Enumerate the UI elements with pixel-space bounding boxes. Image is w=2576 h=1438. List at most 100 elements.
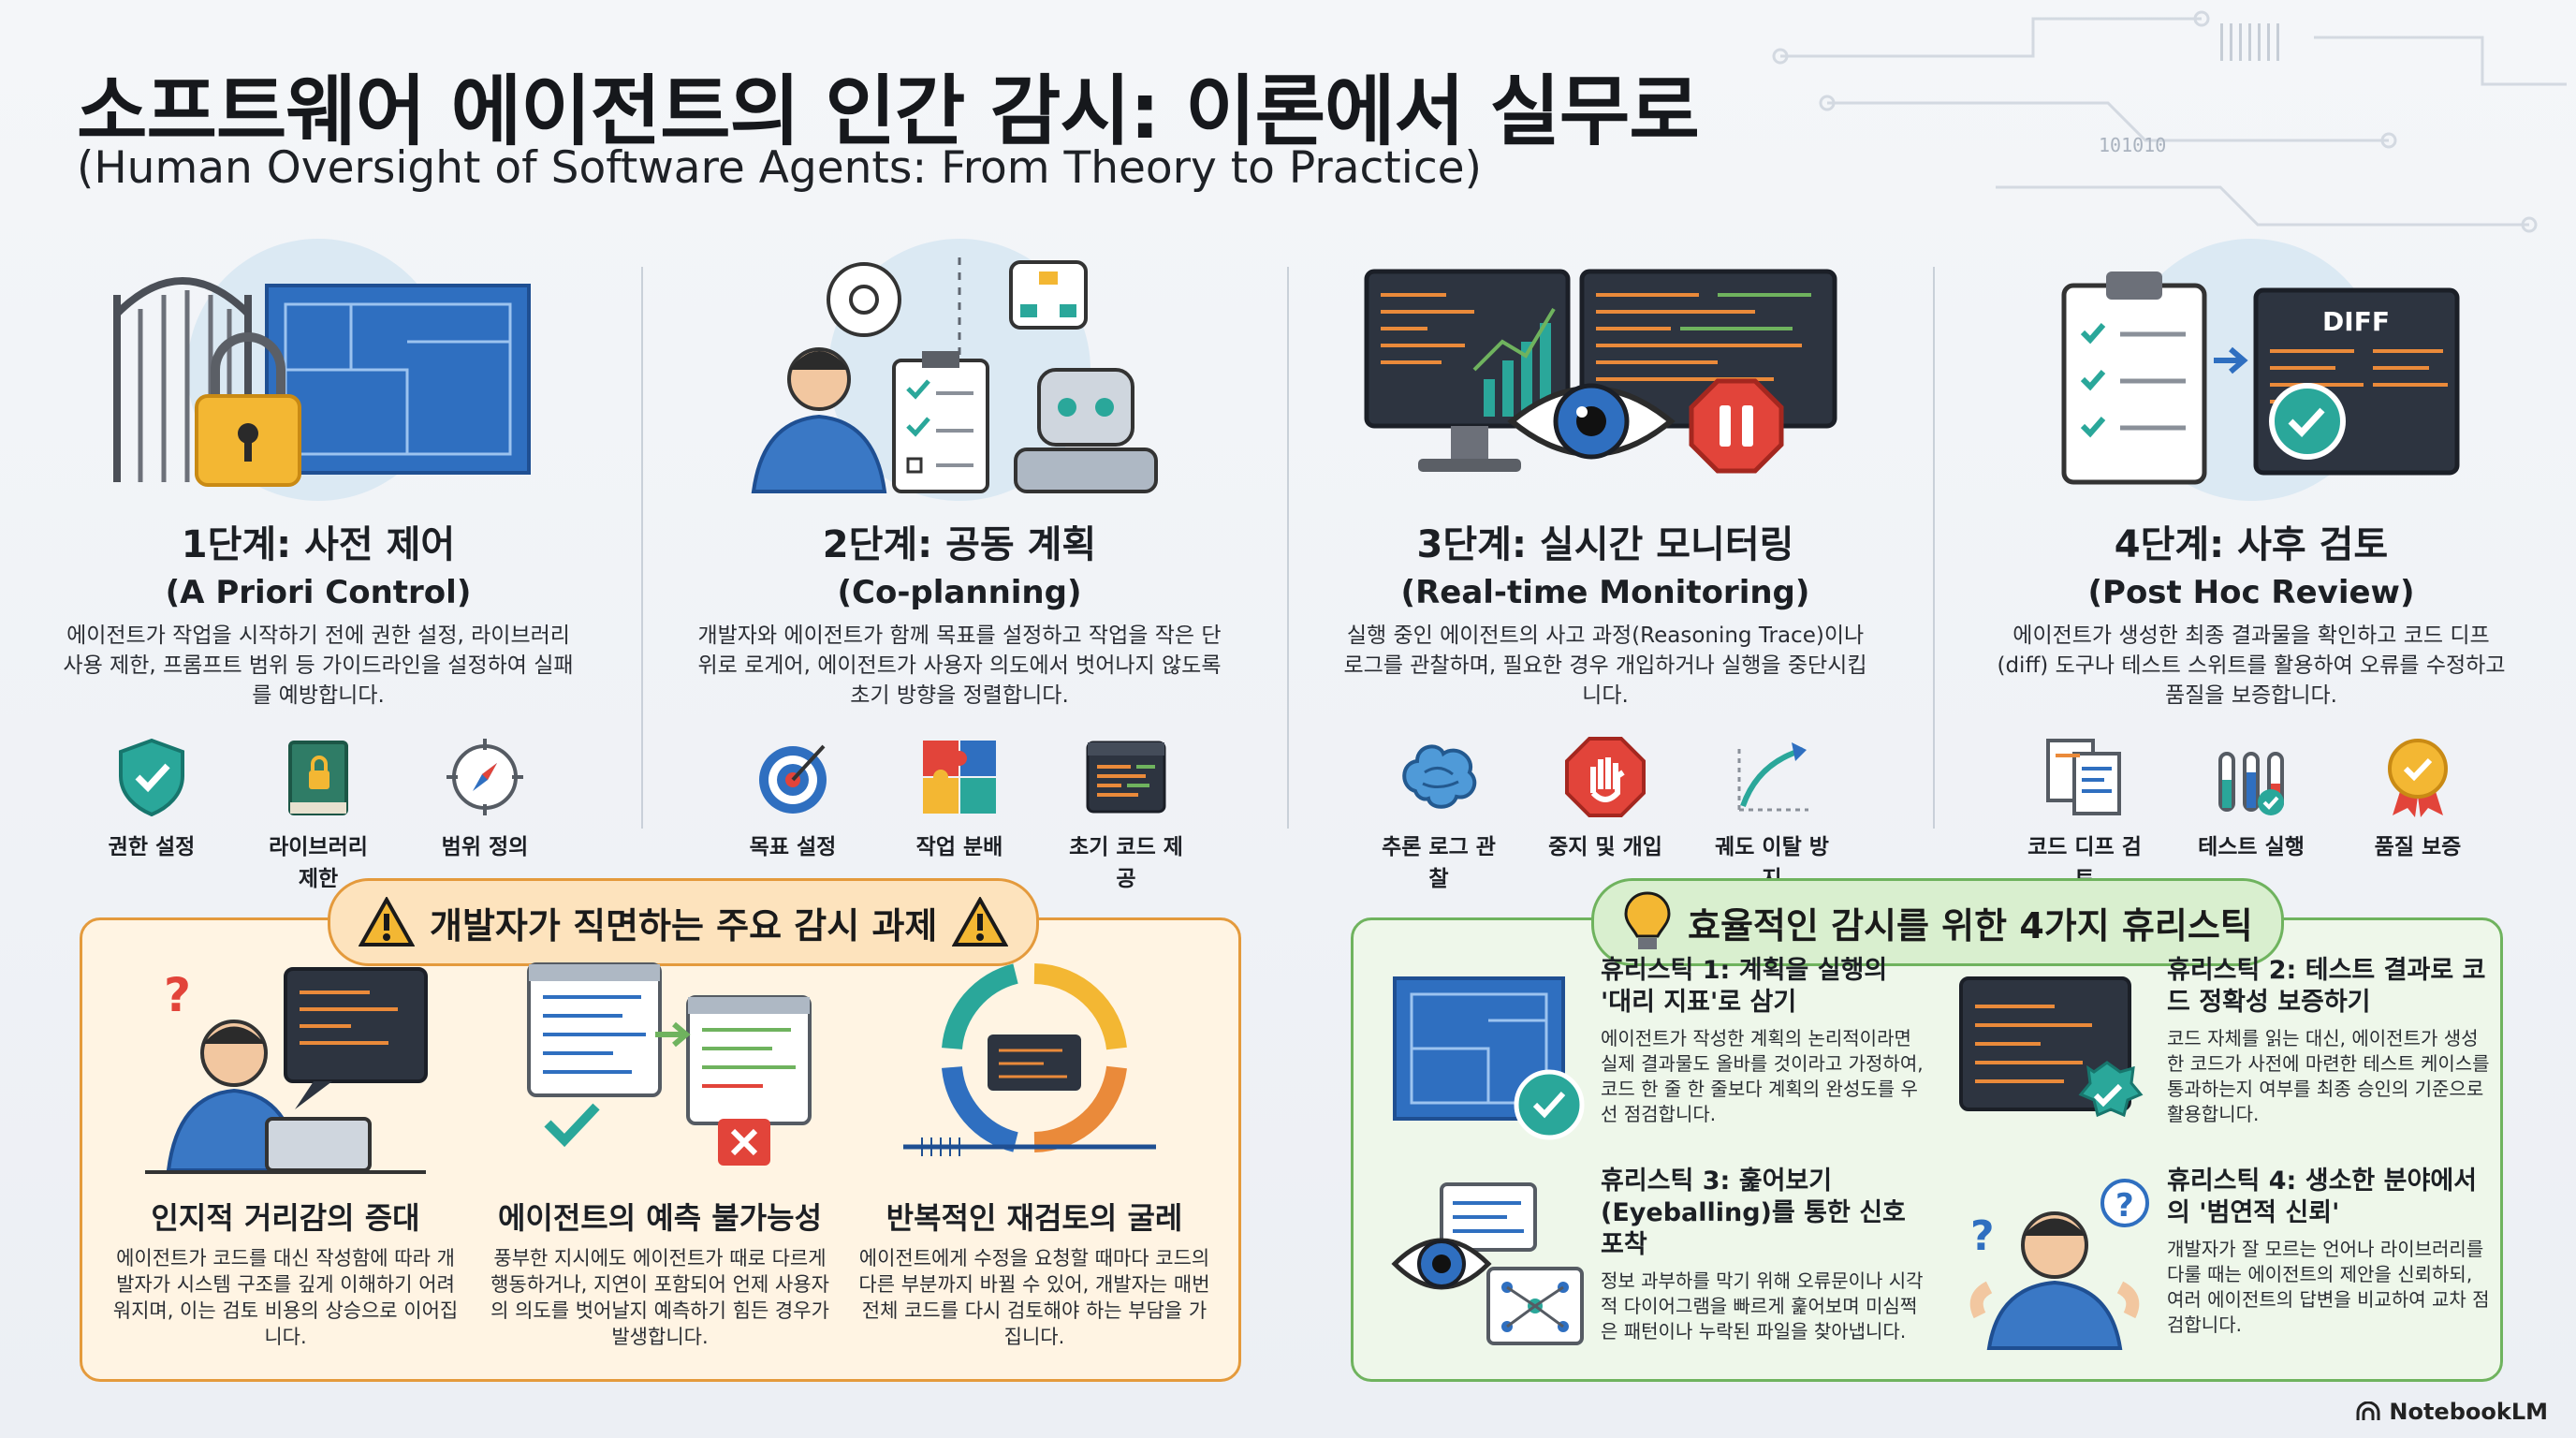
challenges-banner: 개발자가 직면하는 주요 감시 과제: [328, 878, 1040, 966]
svg-text:DIFF: DIFF: [2322, 306, 2390, 337]
page-subtitle: (Human Oversight of Software Agents: Fro…: [77, 142, 1482, 194]
heuristic-1-description: 에이전트가 작성한 계획의 논리적이라면 실제 결과물도 올바를 것이라고 가정…: [1601, 1027, 1924, 1125]
stage-3-icon-reasoning-log: 추론 로그 관찰: [1378, 735, 1500, 892]
heuristics-banner-title: 효율적인 감시를 위한 4가지 휴리스틱: [1688, 904, 2253, 946]
stage-3-icon-trajectory: 궤도 이탈 방지: [1711, 735, 1833, 892]
stage-1-icon-scope: 범위 정의: [424, 735, 546, 892]
warning-icon: [952, 897, 1009, 946]
heuristic-3-title: 휴리스틱 3: 훑어보기 (Eyeballing)를 통한 신호 포착: [1601, 1167, 1906, 1259]
stage-2-icon-1-label: 목표 설정: [749, 835, 837, 859]
stage-4-icon-test-run: 테스트 실행: [2190, 735, 2312, 892]
code-window-icon: [1086, 741, 1166, 814]
heuristic-1-title: 휴리스틱 1: 계획을 실행의 '대리 지표'로 삼기: [1601, 956, 1888, 1017]
binary-text: 101010: [2099, 134, 2166, 156]
gate-lock-blueprint-icon: [113, 277, 531, 487]
stage-2-subtitle: (Co-planning): [837, 574, 1082, 611]
test-tubes-icon: [2218, 752, 2284, 815]
heuristic-2-description: 코드 자체를 읽는 대신, 에이전트가 생성한 코드가 사전에 마련한 테스트 …: [2167, 1027, 2490, 1125]
stage-1-illustration: [19, 239, 618, 510]
stage-3-description: 실행 중인 에이전트의 사고 과정(Reasoning Trace)이나 로그를…: [1343, 624, 1867, 708]
stage-1-icon-permission: 권한 설정: [91, 735, 212, 892]
compass-icon: [446, 739, 523, 815]
svg-text:?: ?: [164, 968, 191, 1022]
svg-text:?: ?: [2115, 1187, 2134, 1225]
stage-1-icon-library: 라이브러리 제한: [257, 735, 379, 892]
heuristic-3-eyeballing: 휴리스틱 3: 훑어보기 (Eyeballing)를 통한 신호 포착 정보 과…: [1367, 1166, 1928, 1362]
stage-4-icon-2-label: 테스트 실행: [2198, 835, 2305, 859]
svg-text:?: ?: [1970, 1212, 1995, 1260]
challenge-1-title: 인지적 거리감의 증대: [151, 1200, 420, 1236]
stage-3-icon-1-label: 추론 로그 관찰: [1382, 835, 1496, 891]
challenges-banner-title: 개발자가 직면하는 주요 감시 과제: [430, 904, 938, 946]
stage-4-title: 4단계: 사후 검토: [2114, 523, 2389, 566]
stage-co-planning: 2단계: 공동 계획 (Co-planning) 개발자와 에이전트가 함께 목…: [660, 239, 1259, 891]
heuristic-2-title: 휴리스틱 2: 테스트 결과로 코드 정확성 보증하기: [2167, 956, 2486, 1017]
stage-3-title: 3단계: 실시간 모니터링: [1416, 523, 1794, 566]
heuristic-4-conditional-trust: ? ? 휴리스틱 4: 생소한 분야에서의 '범연적 신뢰' 개발자가 잘 모르…: [1933, 1166, 2495, 1362]
questioning-person-icon: ? ?: [1969, 1179, 2149, 1350]
stage-2-illustration: [660, 239, 1259, 510]
heuristic-1-plan-proxy: 휴리스틱 1: 계획을 실행의 '대리 지표'로 삼기 에이전트가 작성한 계획…: [1367, 955, 1928, 1152]
heuristics-banner: 효율적인 감시를 위한 4가지 휴리스틱: [1591, 878, 2284, 966]
notebooklm-logo-icon: [2356, 1401, 2380, 1420]
stage-3-subtitle: (Real-time Monitoring): [1400, 574, 1810, 611]
stage-3-illustration: [1306, 239, 1905, 510]
stage-4-subtitle: (Post Hoc Review): [2087, 574, 2415, 611]
eye-diagram-icon: [1391, 1182, 1584, 1345]
puzzle-icon: [923, 741, 996, 814]
challenge-3-description: 에이전트에게 수정을 요청할 때마다 코드의 다른 부분까지 바뀔 수 있어, …: [858, 1247, 1210, 1348]
stage-2-description: 개발자와 에이전트가 함께 목표를 설정하고 작업을 작은 단위로 로게어, 에…: [697, 624, 1222, 708]
stage-2-icon-2-label: 작업 분배: [915, 835, 1003, 859]
stage-a-priori-control: 1단계: 사전 제어 (A Priori Control) 에이전트가 작업을 …: [19, 239, 618, 891]
code-compare-icon: [527, 962, 812, 1166]
heuristic-4-title: 휴리스틱 4: 생소한 분야에서의 '범연적 신뢰': [2167, 1167, 2478, 1227]
confused-developer-icon: ?: [145, 967, 428, 1174]
stage-1-subtitle: (A Priori Control): [165, 574, 472, 611]
stage-1-icon-2-label: 라이브러리 제한: [269, 835, 368, 891]
challenge-review-loop: 반복적인 재검토의 굴레 에이전트에게 수정을 요청할 때마다 코드의 다른 부…: [847, 946, 1222, 1367]
challenge-unpredictability: 에이전트의 예측 불가능성 풍부한 지시에도 에이전트가 때로 다르게 행동하거…: [473, 946, 847, 1367]
stop-hand-icon: [1565, 737, 1646, 817]
warning-icon: [359, 897, 415, 946]
challenge-2-title: 에이전트의 예측 불가능성: [497, 1200, 823, 1236]
brand-label: NotebookLM: [2389, 1399, 2548, 1425]
stage-divider: [1933, 267, 1935, 829]
stage-4-icon-quality: 품질 보증: [2357, 735, 2479, 892]
stage-1-icon-1-label: 권한 설정: [108, 835, 196, 859]
stage-4-icon-diff-review: 코드 디프 검토: [2024, 735, 2145, 892]
lightbulb-icon: [1624, 891, 1671, 949]
challenge-1-description: 에이전트가 코드를 대신 작성함에 따라 개발자가 시스템 구조를 깊게 이해하…: [112, 1247, 459, 1348]
stage-post-hoc-review: DIFF 4단계: 사후 검토 (Post Hoc Review) 에이전트가 …: [1952, 239, 2551, 891]
stage-1-description: 에이전트가 작업을 시작하기 전에 권한 설정, 라이브러리 사용 제한, 프롬…: [63, 624, 574, 708]
stage-2-icon-initial-code: 초기 코드 제공: [1065, 735, 1187, 892]
stage-real-time-monitoring: 3단계: 실시간 모니터링 (Real-time Monitoring) 실행 …: [1306, 239, 1905, 891]
stage-4-description: 에이전트가 생성한 최종 결과물을 확인하고 코드 디프(diff) 도구나 테…: [1997, 624, 2506, 708]
stage-2-icon-goal: 목표 설정: [732, 735, 854, 892]
stage-2-title: 2단계: 공동 계획: [822, 523, 1097, 566]
blueprint-check-icon: [1393, 976, 1585, 1140]
quality-medal-icon: [2388, 739, 2448, 817]
cycle-arrows-icon: [903, 963, 1156, 1156]
stage-2-icon-3-label: 초기 코드 제공: [1069, 835, 1183, 891]
stage-3-icon-2-label: 중지 및 개입: [1548, 835, 1662, 859]
page-title: 소프트웨어 에이전트의 인간 감시: 이론에서 실무로: [77, 67, 1700, 156]
brain-icon: [1402, 744, 1477, 809]
heuristic-3-description: 정보 과부하를 막기 위해 오류문이나 시각적 다이어그램을 빠르게 훑어보며 …: [1601, 1269, 1924, 1343]
monitoring-eye-stop-icon: [1364, 269, 1837, 474]
challenge-2-description: 풍부한 지시에도 에이전트가 때로 다르게 행동하거나, 지연이 포함되어 언제…: [490, 1247, 829, 1348]
stage-1-icon-3-label: 범위 정의: [441, 835, 529, 859]
clipboard-diff-icon: DIFF: [2061, 271, 2460, 485]
stage-4-icon-3-label: 품질 보증: [2374, 835, 2462, 859]
stage-1-title: 1단계: 사전 제어: [181, 523, 456, 566]
challenge-3-title: 반복적인 재검토의 굴레: [886, 1200, 1183, 1236]
heuristic-2-test-results: 휴리스틱 2: 테스트 결과로 코드 정확성 보증하기 코드 자체를 읽는 대신…: [1933, 955, 2495, 1152]
locked-book-icon: [288, 741, 348, 815]
stage-divider: [641, 267, 643, 829]
challenge-cognitive-distance: ? 인지적 거리감의 증대 에이전트가 코드를 대신 작성함에 따라 개발자가 …: [98, 946, 473, 1367]
trajectory-icon: [1737, 742, 1808, 812]
target-icon: [759, 744, 827, 814]
stage-3-icon-3-label: 궤도 이탈 방지: [1715, 835, 1829, 891]
diff-document-icon: [2046, 739, 2121, 815]
circuit-decoration: 101010: [1772, 10, 2567, 233]
